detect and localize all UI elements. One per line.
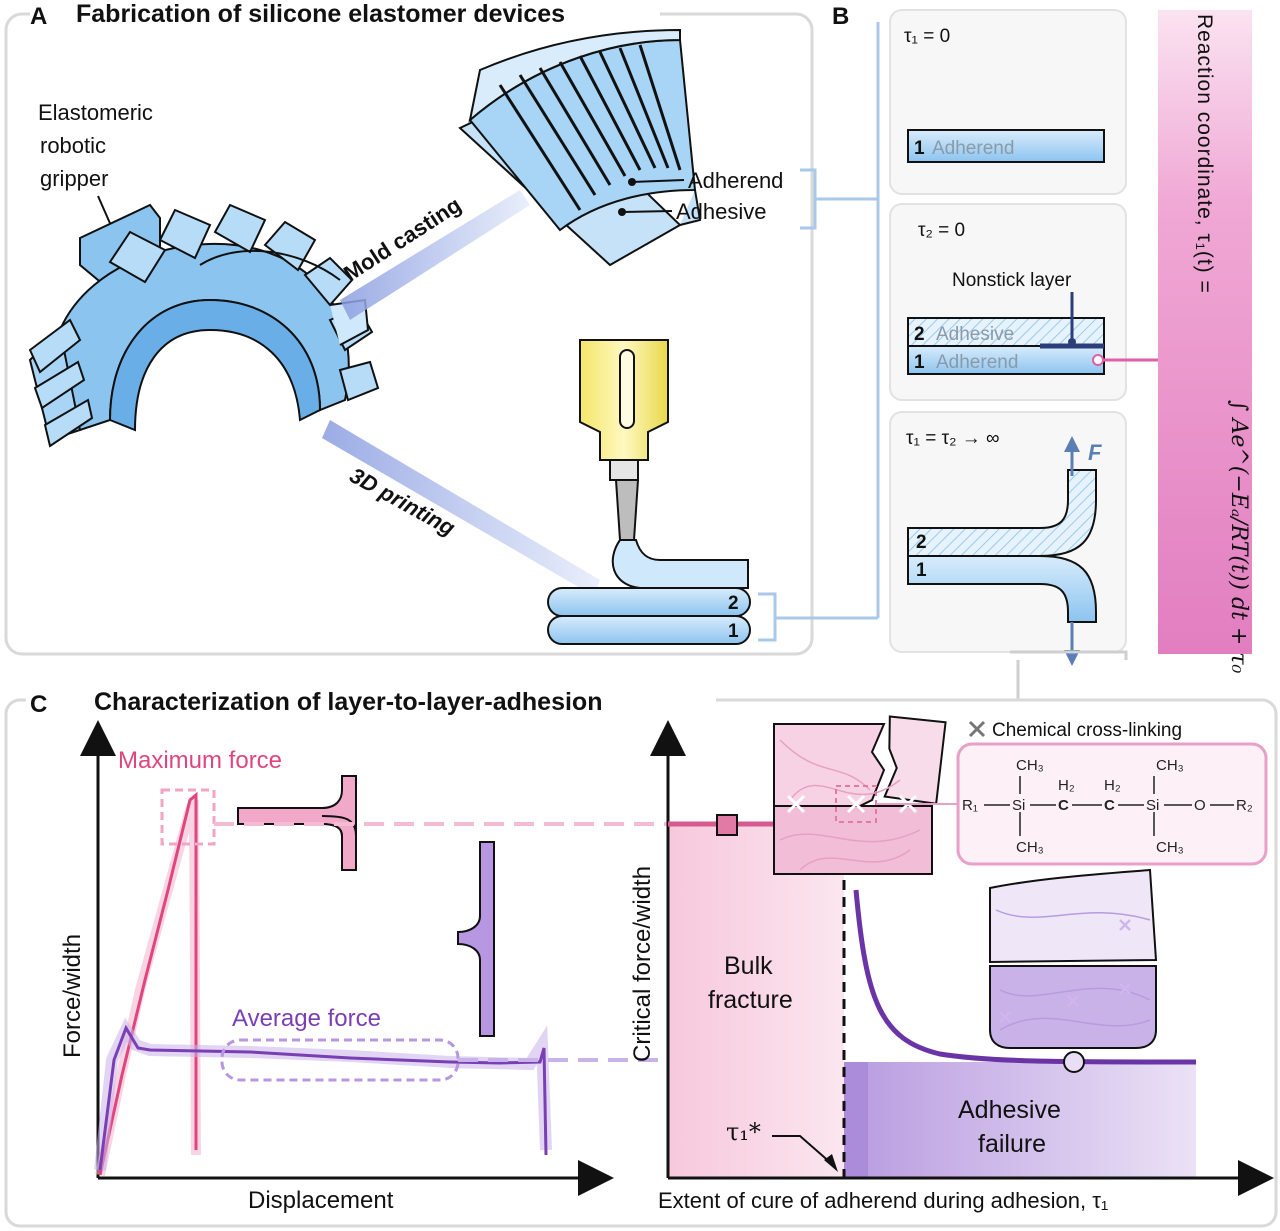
bulk-fracture-block [773,715,947,875]
stage-3-adherend [907,555,1097,623]
panel-a: A Fabrication of silicone elastomer devi… [4,0,817,656]
chem-structure: R₁ Si CH₃ CH₃ C H₂ C H₂ Si CH₃ CH₃ O R₂ [876,742,1268,866]
svg-text:CH₃: CH₃ [1016,757,1044,774]
panel-c: C Characterization of layer-to-layer-adh… [4,684,1278,1228]
stage-1-text: Adherend [932,138,1014,159]
printer-nozzle [579,339,749,589]
svg-text:CH₃: CH₃ [1156,839,1184,856]
tau-star-label: τ₁* [726,1118,761,1146]
avg-force-curve [98,1024,548,1171]
avg-force-label: Average force [232,1005,381,1032]
printed-layer-1 [547,615,751,645]
force-down-arrow [1064,650,1080,666]
stage-3-adhesive [907,469,1097,557]
mold-cast-part [458,28,702,267]
svg-text:CH₃: CH₃ [1156,757,1184,774]
gripper-illustration [28,203,380,448]
mold-casting-beam [340,190,530,320]
reaction-title: Reaction coordinate, τ₁(t) = [1193,14,1216,294]
adhesive-failure-label-1: Adhesive [958,1096,1061,1124]
gripper-label-1: Elastomeric [38,100,153,125]
gripper-label-3: gripper [40,166,108,191]
crosslink-legend-label: Chemical cross-linking [992,720,1182,741]
stage-1-num: 1 [914,138,925,159]
stage-2-text-2: Adhesive [936,324,1014,345]
svg-text:C: C [1058,797,1069,814]
svg-text:CH₃: CH₃ [1016,839,1044,856]
adhesive-failure-label-2: failure [978,1130,1046,1158]
adhesive-peel-icon [457,841,495,1037]
left-y-label: Force/width [59,934,86,1058]
bulk-marker [716,814,738,836]
printed-layer-1-num: 1 [728,621,739,642]
svg-text:C: C [1104,797,1115,814]
adhesive-failure-region [844,1062,1196,1178]
panel-b-label: B [832,3,849,30]
bulk-label-1: Bulk [724,952,773,980]
max-force-box [160,788,216,846]
gripper-label-2: robotic [40,133,106,158]
stage-2-label: τ₂ = 0 [918,220,965,241]
right-x-label: Extent of cure of adherend during adhesi… [658,1188,1108,1213]
bulk-label-2: fracture [708,986,793,1014]
adhesive-label: Adhesive [676,199,767,224]
adherend-label: Adherend [688,168,783,193]
force-label: F [1088,440,1102,465]
panel-a-title: Fabrication of silicone elastomer device… [76,0,565,28]
printed-layer-2-num: 2 [728,593,739,614]
nonstick-label: Nonstick layer [952,270,1072,291]
crosslink-legend: Chemical cross-linking [968,720,1182,741]
stage-1-label: τ₁ = 0 [904,26,950,47]
printing-bracket [758,592,777,642]
panel-c-title: Characterization of layer-to-layer-adhes… [94,688,602,716]
svg-text:R₂: R₂ [1236,797,1253,814]
svg-text:H₂: H₂ [1058,777,1075,794]
stage-3-label: τ₁ = τ₂ → ∞ [906,428,1000,449]
stage-2-adherend [907,345,1105,375]
printing-beam [322,420,600,596]
adhesive-marker [1063,1051,1085,1073]
adhesion-curve [853,889,1197,1065]
svg-text:Si: Si [1146,797,1159,814]
reaction-formula: ∫ Ae^(−Eₐ/RT(t)) dt + τ₀ [1226,400,1251,673]
reaction-band [1158,10,1252,654]
max-force-label: Maximum force [118,747,282,774]
stage-3-num-2: 2 [916,532,927,553]
stage-3-num-1: 1 [916,560,927,581]
reaction-link-dot [1092,354,1104,366]
svg-text:Si: Si [1012,797,1025,814]
stage-1-adherend [907,129,1105,163]
panel-b: B τ₁ = 0 1 Adherend τ₂ = 0 Nonstick laye… [832,3,1252,673]
max-force-curve [98,791,198,1176]
printed-layer-2 [547,587,751,617]
bulk-fracture-region [668,824,844,1178]
right-y-label: Critical force/width [629,866,656,1062]
stage-2-text-1: Adherend [936,352,1018,373]
svg-text:O: O [1194,797,1206,814]
force-up-arrow [1064,436,1080,452]
panel-c-label: C [30,691,47,718]
panel-a-label: A [30,3,47,30]
stage-2-num-1: 1 [914,352,925,373]
stage-2-num-2: 2 [914,324,925,345]
max-force-replicate [95,798,201,1177]
svg-text:H₂: H₂ [1104,777,1121,794]
left-x-label: Displacement [248,1187,394,1214]
svg-text:R₁: R₁ [962,797,978,814]
adhesive-failure-block [989,868,1158,1049]
